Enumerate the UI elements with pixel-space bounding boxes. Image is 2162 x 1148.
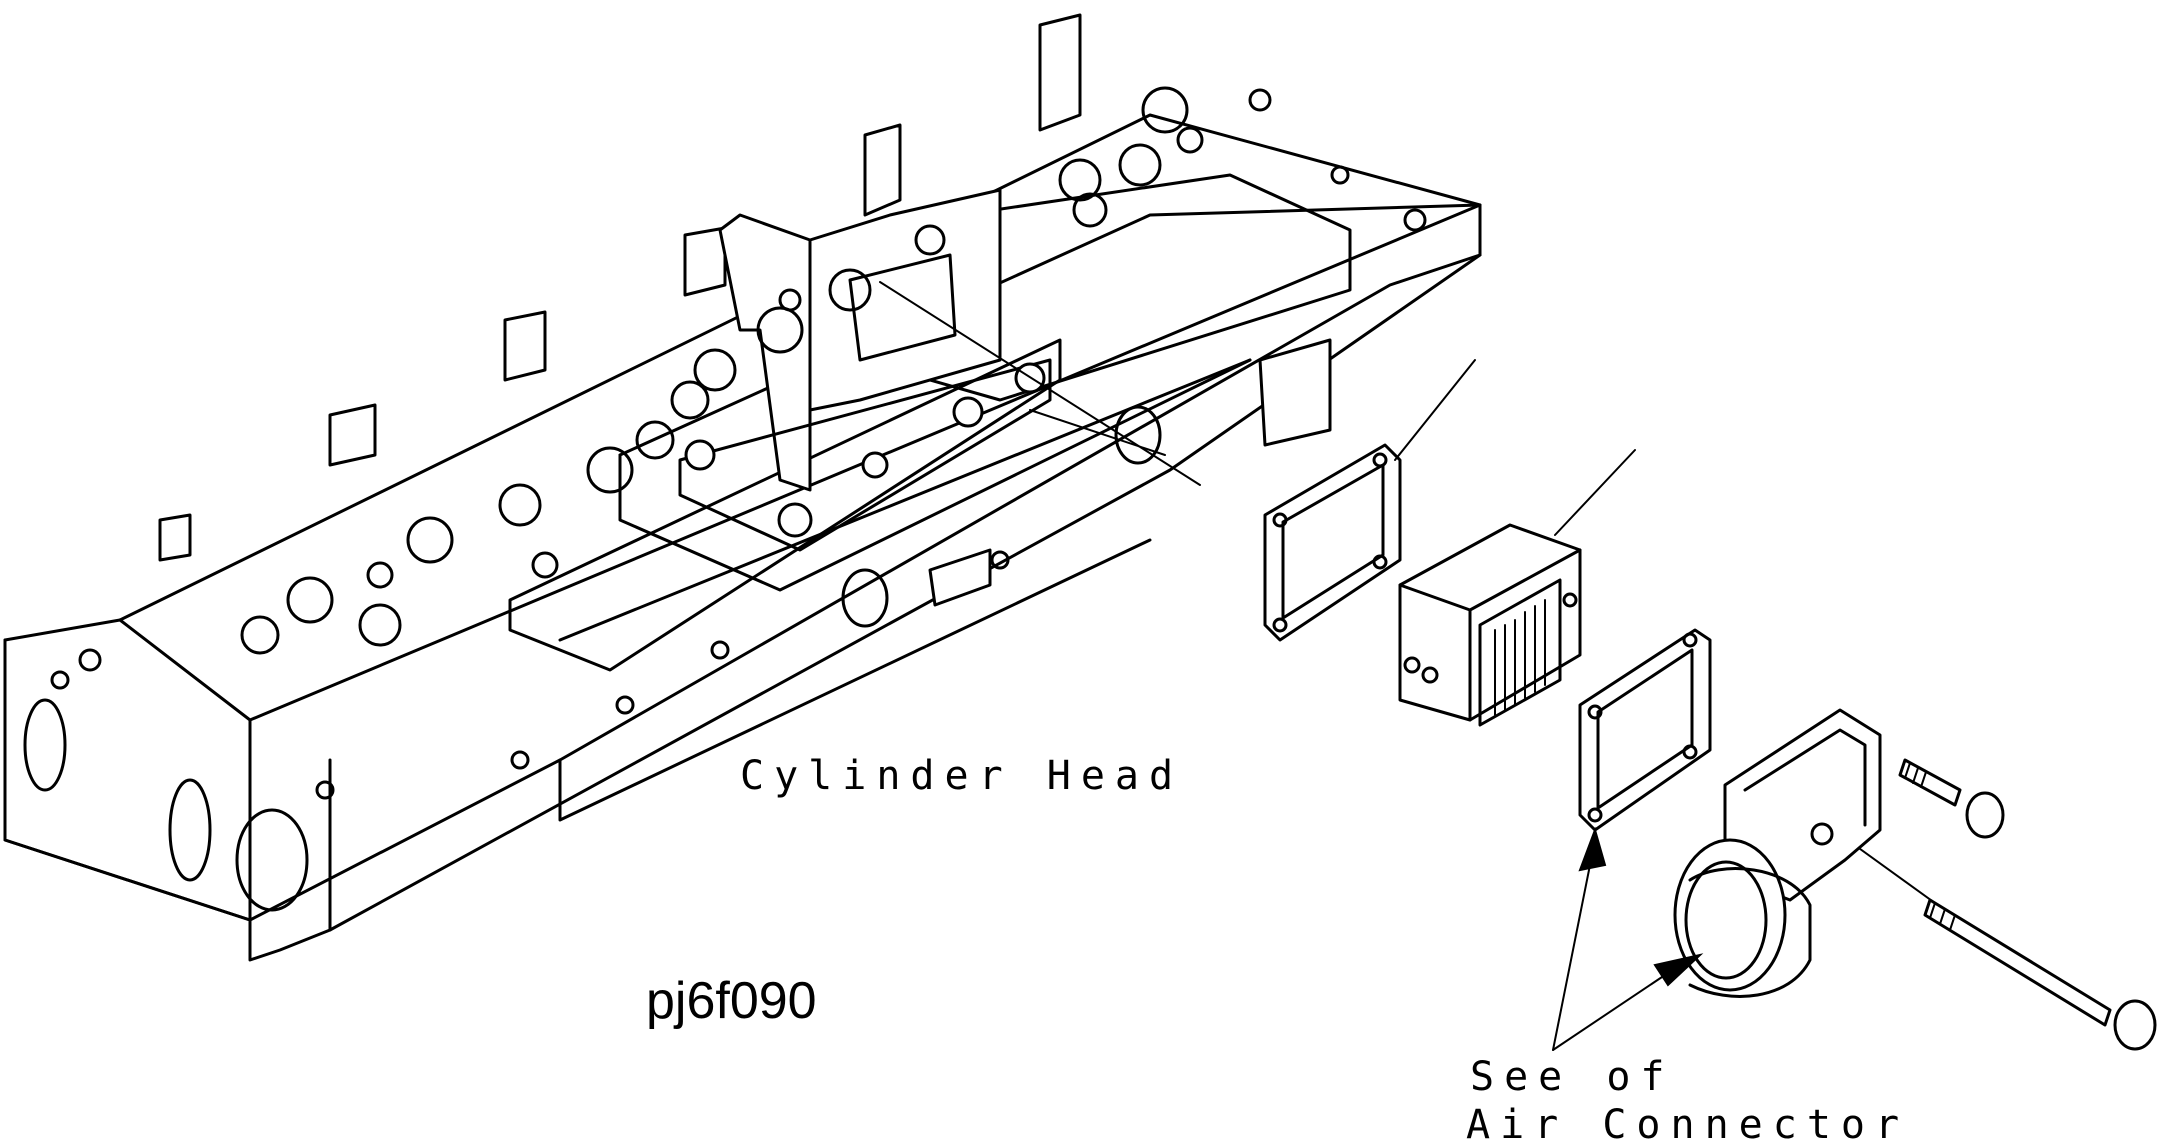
- reference-arrows: [1552, 826, 1704, 1051]
- figure-code-label: pj6f090: [646, 972, 817, 1030]
- air-connector: [1673, 708, 1882, 998]
- gasket-lower: [1578, 628, 1712, 832]
- bolt-long: [1923, 898, 2157, 1051]
- cylinder-head-label: Cylinder Head: [740, 753, 1184, 799]
- cylinder-head-drawing: [3, 13, 1482, 962]
- air-heater: [1398, 523, 1582, 727]
- air-connector-label: Air Connector: [1466, 1102, 1910, 1148]
- bolt-short: [1898, 758, 2005, 839]
- see-of-label: See of: [1470, 1054, 1675, 1100]
- gasket-upper: [1263, 443, 1402, 642]
